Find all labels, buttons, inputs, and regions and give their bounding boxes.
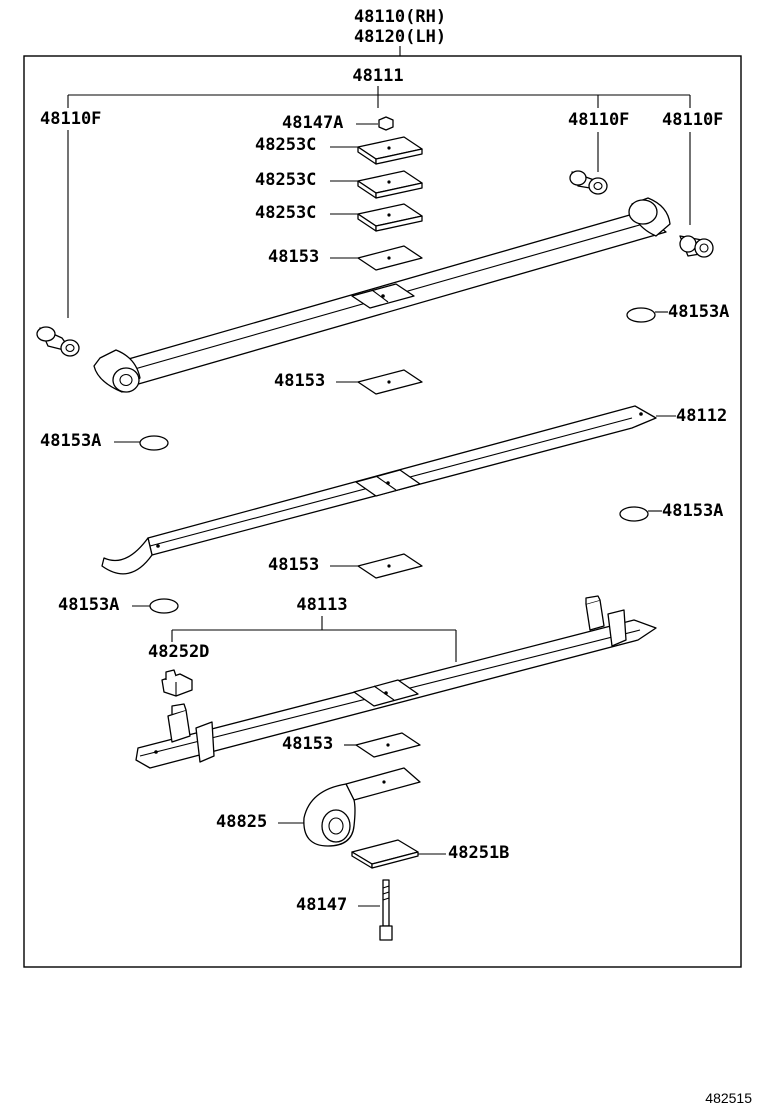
label-second-leaf[interactable]: 48112 [676, 406, 727, 426]
nut-icon [378, 116, 394, 131]
spacer-1-icon [357, 136, 423, 165]
plate-icon [351, 839, 419, 869]
spacer-3-icon [357, 203, 423, 232]
label-third-leaf[interactable]: 48113 [296, 595, 347, 615]
label-bushing-left[interactable]: 48110F [40, 109, 101, 129]
third-leaf-spring [135, 595, 657, 769]
pad-3-icon [357, 553, 423, 579]
label-pad-4[interactable]: 48153 [282, 734, 333, 754]
bushing-right-icon [679, 235, 714, 258]
pad-4-icon [355, 732, 421, 758]
label-button-1[interactable]: 48153A [668, 302, 729, 322]
assembly-label-rh[interactable]: 48110(RH) [354, 7, 446, 27]
third-leaf-bracket [171, 616, 457, 662]
label-button-4[interactable]: 48153A [58, 595, 119, 615]
clip-icon [161, 669, 193, 697]
label-spacer-2[interactable]: 48253C [255, 170, 316, 190]
bracket-icon [303, 767, 421, 847]
label-spacer-1[interactable]: 48253C [255, 135, 316, 155]
label-nut[interactable]: 48147A [282, 113, 343, 133]
bushing-mid-icon [569, 170, 608, 195]
label-clip[interactable]: 48252D [148, 642, 209, 662]
assembly-frame [23, 55, 742, 968]
button-3-icon [619, 506, 649, 522]
label-pad-2[interactable]: 48153 [274, 371, 325, 391]
pad-1-icon [357, 245, 423, 271]
label-pad-1[interactable]: 48153 [268, 247, 319, 267]
label-plate[interactable]: 48251B [448, 843, 509, 863]
label-spacer-3[interactable]: 48253C [255, 203, 316, 223]
assembly-label-lh[interactable]: 48120(LH) [354, 27, 446, 47]
label-bushing-mid[interactable]: 48110F [568, 110, 629, 130]
label-button-3[interactable]: 48153A [662, 501, 723, 521]
bolt-icon [379, 879, 393, 941]
button-4-icon [149, 598, 179, 614]
label-pad-3[interactable]: 48153 [268, 555, 319, 575]
second-leaf-spring [101, 405, 657, 575]
button-2-icon [139, 435, 169, 451]
pad-2-icon [357, 369, 423, 395]
button-1-icon [626, 307, 656, 323]
main-leaf-spring [93, 197, 671, 393]
label-bolt[interactable]: 48147 [296, 895, 347, 915]
label-bracket[interactable]: 48825 [216, 812, 267, 832]
label-main-leaf[interactable]: 48111 [352, 66, 403, 86]
spacer-2-icon [357, 170, 423, 199]
label-bushing-right[interactable]: 48110F [662, 110, 723, 130]
bushing-left-icon [36, 326, 80, 357]
label-button-2[interactable]: 48153A [40, 431, 101, 451]
diagram-code: 482515 [705, 1090, 752, 1106]
main-leaf-bracket [67, 86, 691, 108]
